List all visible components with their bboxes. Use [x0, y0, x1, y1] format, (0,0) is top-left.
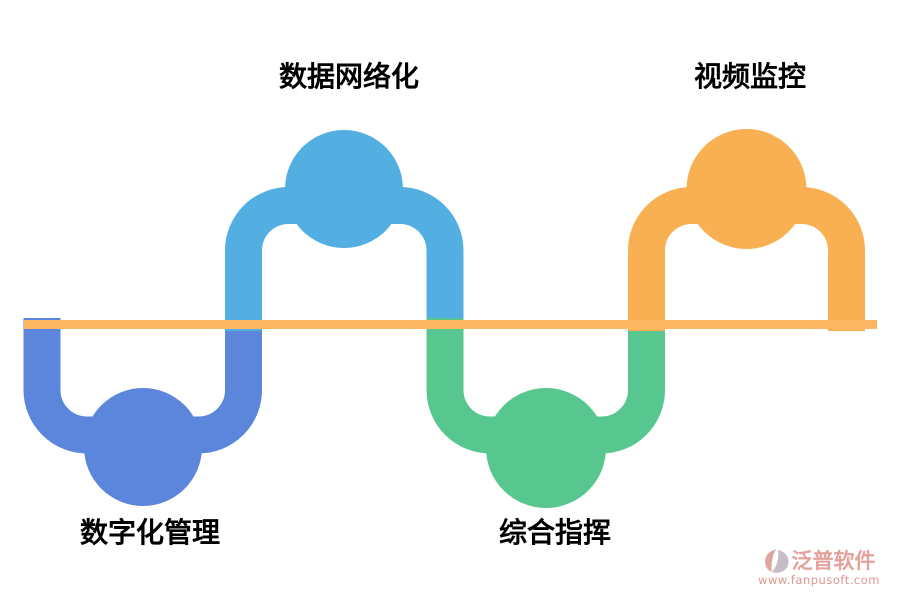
label-digital-management: 数字化管理: [79, 516, 221, 549]
node-circle-data-networking: [285, 130, 403, 248]
node-circle-digital-management: [84, 388, 202, 506]
label-integrated-command: 综合指挥: [498, 516, 612, 549]
fanpu-logo-icon: [764, 549, 788, 573]
node-circle-video-surveillance: [686, 129, 807, 249]
watermark-url-text: www.fanpusoft.com: [758, 573, 880, 587]
label-video-surveillance: 视频监控: [693, 60, 807, 93]
watermark: 泛普软件 www.fanpusoft.com: [744, 548, 894, 587]
watermark-brand-text: 泛普软件: [791, 549, 876, 573]
label-data-networking: 数据网络化: [278, 60, 420, 93]
baseline: [24, 320, 877, 329]
node-circle-integrated-command: [486, 388, 606, 508]
